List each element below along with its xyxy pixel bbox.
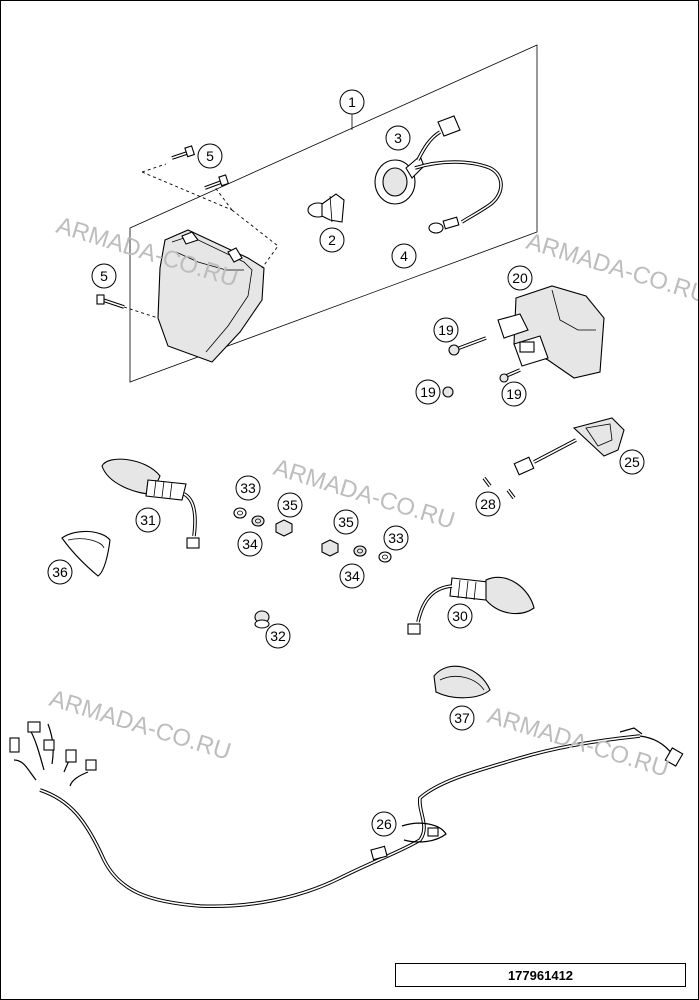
signal-cover-37 xyxy=(433,665,491,699)
svg-text:37: 37 xyxy=(454,710,470,726)
headlight-bulb xyxy=(307,193,345,223)
callout-35-right: 35 xyxy=(333,509,359,535)
svg-text:32: 32 xyxy=(270,628,286,644)
license-plate-lamp xyxy=(513,417,625,476)
tail-screw xyxy=(499,368,521,383)
callout-2: 2 xyxy=(319,227,345,253)
svg-text:35: 35 xyxy=(338,514,354,530)
socket-connector xyxy=(437,115,461,137)
callout-32: 32 xyxy=(265,623,291,649)
callout-4: 4 xyxy=(391,243,417,269)
headlight-mask xyxy=(157,229,265,363)
svg-text:33: 33 xyxy=(388,530,404,546)
svg-text:2: 2 xyxy=(328,232,336,248)
callout-28: 28 xyxy=(475,491,501,517)
signal-cover-36 xyxy=(61,530,111,577)
socket-wire xyxy=(414,160,503,224)
svg-text:26: 26 xyxy=(376,816,392,832)
nut-34-left xyxy=(251,515,265,527)
assembly-dash-lower xyxy=(123,306,159,319)
svg-text:33: 33 xyxy=(240,480,256,496)
assembly-dashes xyxy=(141,163,279,269)
svg-text:36: 36 xyxy=(52,564,68,580)
headlight-group-frame xyxy=(129,44,538,383)
svg-text:19: 19 xyxy=(420,384,436,400)
callout-34-right: 34 xyxy=(339,563,365,589)
nut-35-right xyxy=(321,539,339,557)
callout-25: 25 xyxy=(619,449,645,475)
callout-19-c: 19 xyxy=(501,381,527,407)
svg-text:34: 34 xyxy=(344,568,360,584)
callout-19-a: 19 xyxy=(433,317,459,343)
washer-33-right xyxy=(378,551,392,563)
callout-31: 31 xyxy=(135,507,161,533)
svg-text:1: 1 xyxy=(348,94,356,110)
callout-33-right: 33 xyxy=(383,525,409,551)
bolt-32 xyxy=(254,610,270,629)
bulb-socket xyxy=(374,155,425,205)
watermark-5: ARMADA-CO.RU xyxy=(484,702,672,783)
tail-light xyxy=(497,285,605,379)
svg-text:25: 25 xyxy=(624,454,640,470)
turn-signal-30 xyxy=(407,576,535,635)
screw-middle xyxy=(204,174,230,190)
callout-37: 37 xyxy=(449,705,475,731)
wiring-harness xyxy=(9,721,684,909)
callout-5-lower: 5 xyxy=(91,263,117,289)
screw-upper xyxy=(171,145,196,160)
lamp-screws xyxy=(482,476,516,500)
svg-text:19: 19 xyxy=(438,322,454,338)
svg-text:30: 30 xyxy=(452,608,468,624)
callout-35-left: 35 xyxy=(277,492,303,518)
diagram-code: 177961412 xyxy=(395,963,686,987)
tail-nut-1 xyxy=(448,336,487,356)
callout-30: 30 xyxy=(447,603,473,629)
svg-text:20: 20 xyxy=(512,270,528,286)
svg-text:5: 5 xyxy=(100,268,108,284)
svg-text:5: 5 xyxy=(206,148,214,164)
watermark-3: ARMADA-CO.RU xyxy=(270,454,458,535)
nut-35-left xyxy=(275,519,293,537)
svg-text:31: 31 xyxy=(140,512,156,528)
callout-34-left: 34 xyxy=(237,531,263,557)
callout-33-left: 33 xyxy=(235,475,261,501)
callout-19-b: 19 xyxy=(415,379,441,405)
svg-text:4: 4 xyxy=(400,248,408,264)
callout-36: 36 xyxy=(47,559,73,585)
svg-text:34: 34 xyxy=(242,536,258,552)
svg-text:19: 19 xyxy=(506,386,522,402)
parking-bulb xyxy=(428,216,460,234)
callout-1: 1 xyxy=(339,89,365,115)
washer-33-left xyxy=(233,507,247,519)
screw-lower xyxy=(96,294,125,309)
callout-3: 3 xyxy=(385,125,411,151)
callout-26: 26 xyxy=(371,811,397,837)
callout-5-upper: 5 xyxy=(197,143,223,169)
callout-20: 20 xyxy=(507,265,533,291)
svg-text:35: 35 xyxy=(282,497,298,513)
nut-34-right xyxy=(353,545,367,557)
turn-signal-31 xyxy=(101,458,200,549)
svg-text:28: 28 xyxy=(480,496,496,512)
svg-text:3: 3 xyxy=(394,130,402,146)
tail-nut-2 xyxy=(442,386,454,398)
